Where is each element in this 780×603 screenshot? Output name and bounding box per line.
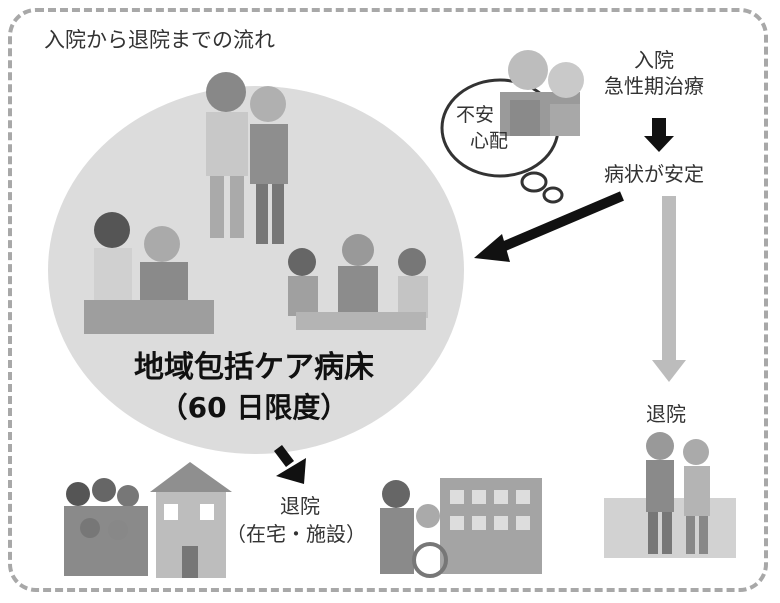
care-ward-limit: （60 日限度） [159, 391, 349, 424]
worried-couple-illustration [500, 50, 584, 136]
care-ward-name: 地域包括ケア病床 [134, 350, 374, 385]
discharge-direct-label: 退院 [646, 402, 686, 426]
meeting-illustration [288, 234, 428, 330]
walking-assist-illustration [206, 72, 288, 244]
family-home-illustration [64, 462, 232, 578]
stable-condition-label: 病状が安定 [604, 162, 704, 186]
thought-text-line2: 心配 [470, 130, 509, 152]
bedside-care-illustration [84, 212, 214, 334]
arrow-to-discharge-light [652, 196, 686, 382]
arrow-to-care-ward [474, 191, 624, 262]
acute-treatment-label: 急性期治療 [604, 74, 704, 98]
diagram-title: 入院から退院までの流れ [44, 28, 275, 52]
dashed-frame [8, 8, 768, 592]
discharge-home-label: 退院 [280, 494, 320, 518]
elderly-couple-illustration [604, 432, 736, 558]
arrow-down-dark [644, 118, 674, 152]
discharge-destination-label: （在宅・施設） [226, 522, 366, 546]
thought-text-line1: 不安 [456, 104, 495, 126]
admission-label: 入院 [634, 48, 674, 72]
care-facility-illustration [380, 478, 542, 578]
arrow-down-from-ward [274, 445, 306, 484]
